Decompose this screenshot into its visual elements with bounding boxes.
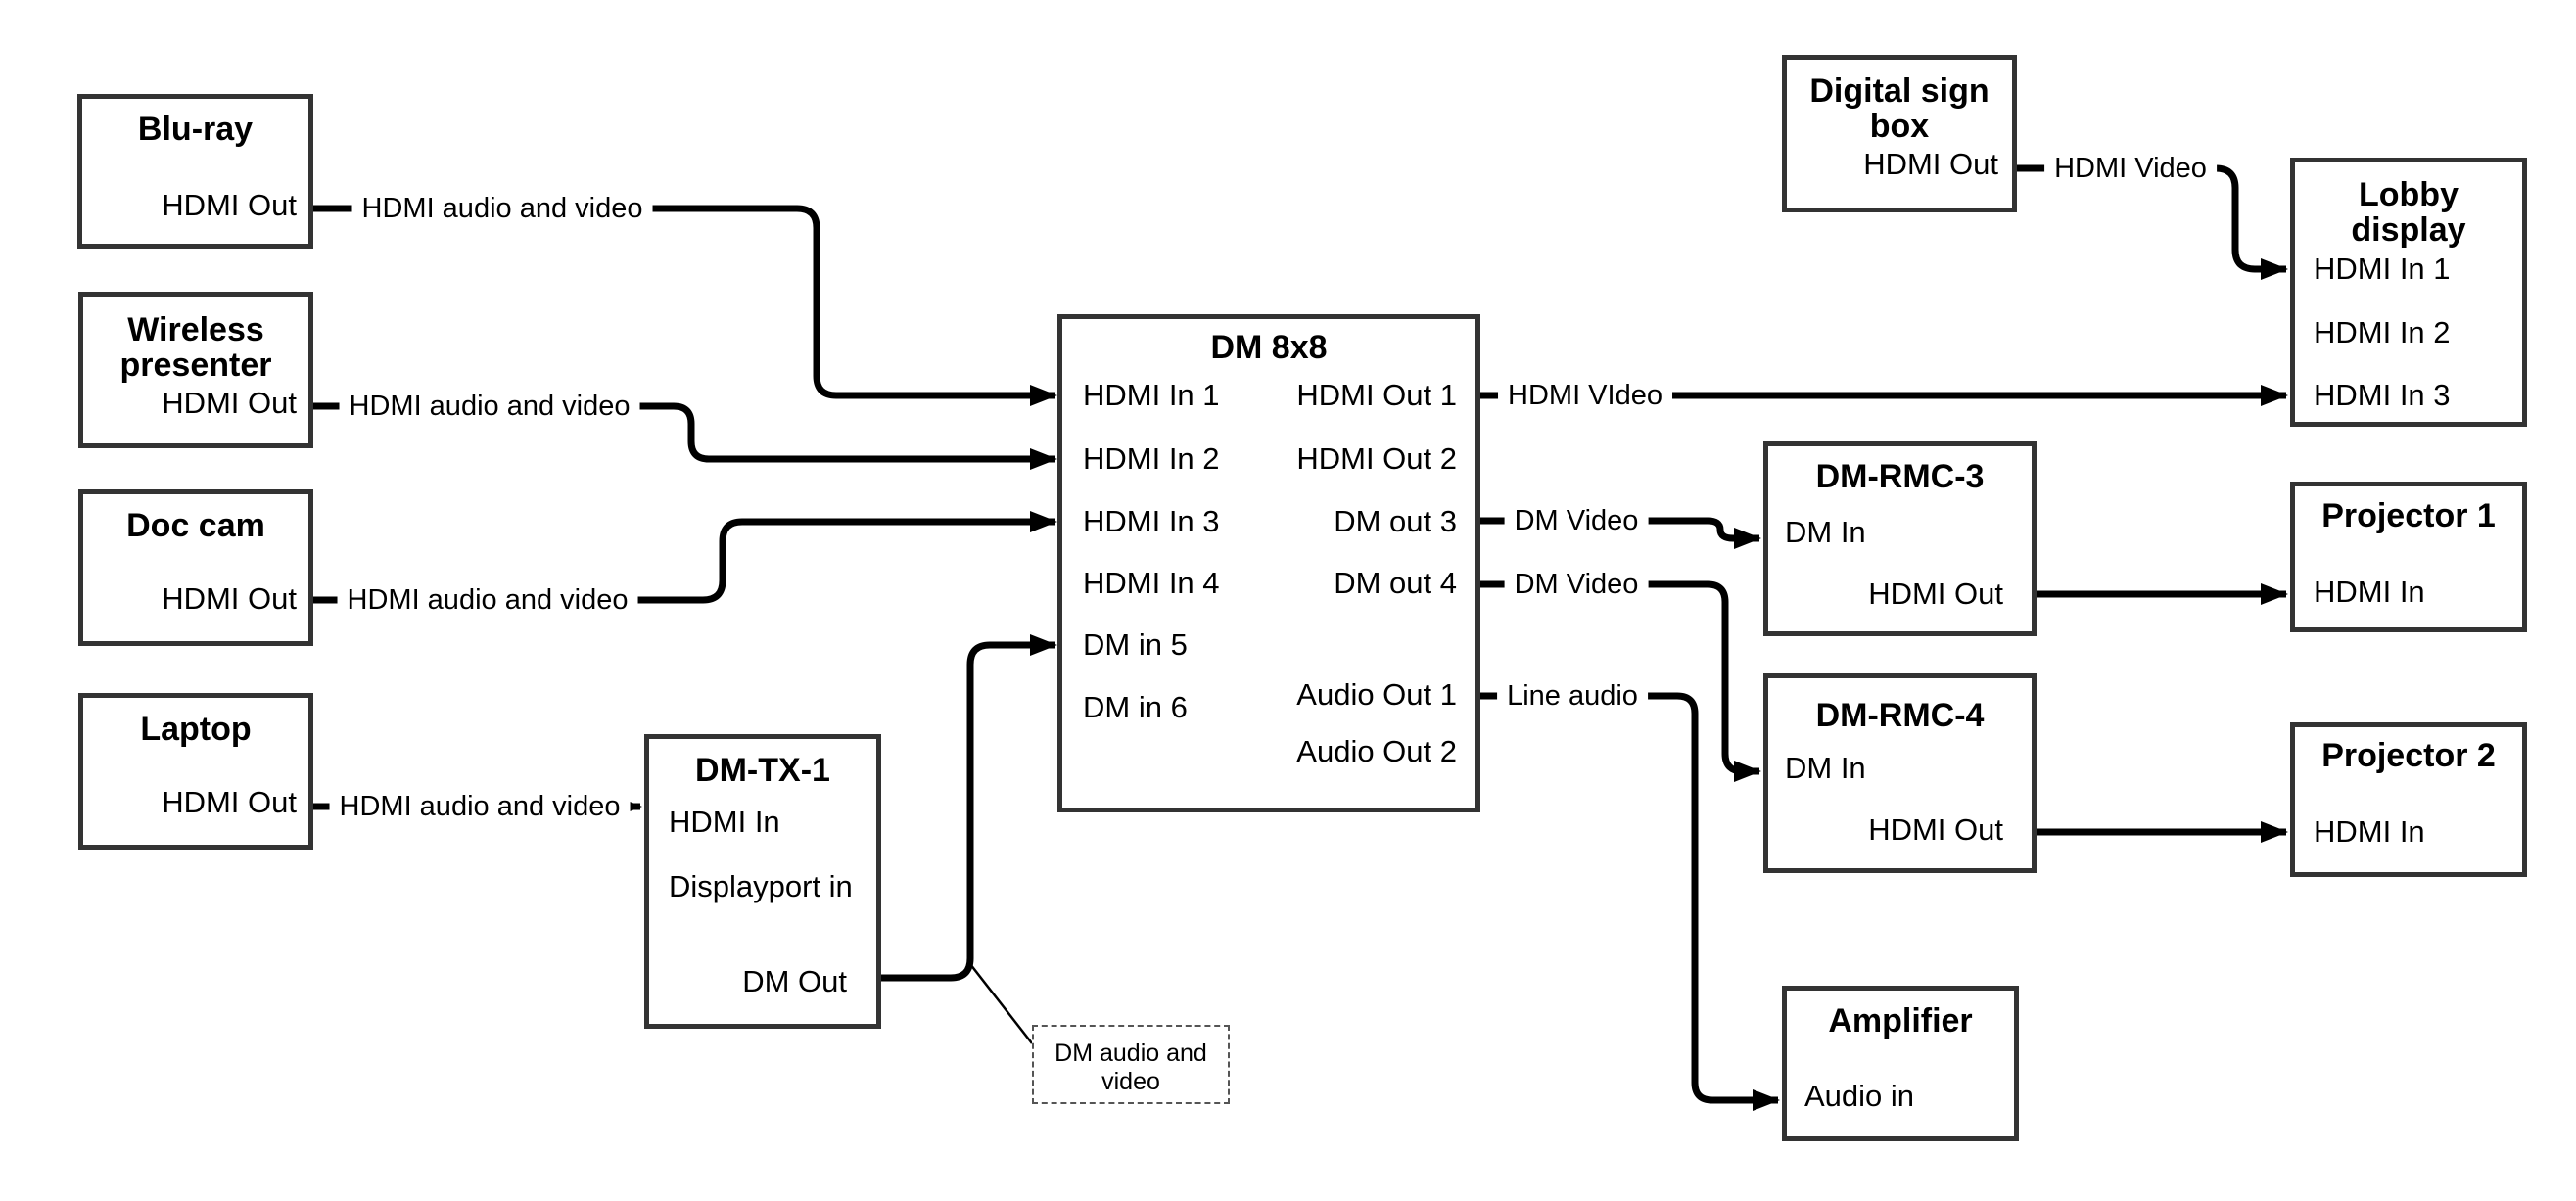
node-digitalsign-title: Digital sign box — [1809, 72, 1990, 145]
node-amplifier: Amplifier Audio in — [1782, 986, 2019, 1141]
port-dm8x8-hdmi-in-2: HDMI In 2 — [1083, 441, 1220, 476]
node-bluray-title: Blu-ray — [137, 111, 254, 148]
node-amplifier-title: Amplifier — [1828, 1002, 1973, 1039]
node-dm-8x8: DM 8x8 HDMI In 1 HDMI In 2 HDMI In 3 HDM… — [1057, 314, 1480, 812]
edge-dmtx1-dmout-to-dm8x8-in5 — [881, 634, 1057, 982]
port-dm8x8-hdmi-out-1: HDMI Out 1 — [1296, 378, 1457, 412]
edge-label-line-audio: Line audio — [1497, 679, 1648, 713]
edge-digitalsign-to-lobby-in1 — [2017, 164, 2288, 280]
node-wireless-title: Wireless presenter — [119, 311, 272, 384]
edge-label-hdmi-video-sign: HDMI Video — [2044, 152, 2217, 185]
node-dmrmc4-title: DM-RMC-4 — [1815, 697, 1985, 734]
port-dm8x8-hdmi-in-4: HDMI In 4 — [1083, 566, 1220, 600]
node-laptop: Laptop HDMI Out — [78, 693, 313, 850]
edge-label-dm-video-4: DM Video — [1504, 568, 1649, 601]
node-dmtx1-title: DM-TX-1 — [695, 752, 830, 789]
edge-label-dm-video-3: DM Video — [1504, 504, 1649, 537]
node-dmrmc3-title: DM-RMC-3 — [1815, 458, 1985, 495]
edge-label-laptop: HDMI audio and video — [329, 790, 631, 823]
edge-bluray-to-dm8x8-in1 — [313, 205, 1057, 406]
port-lobby-hdmi-in-3: HDMI In 3 — [2314, 378, 2451, 412]
node-lobby-display: Lobby display HDMI In 1 HDMI In 2 HDMI I… — [2290, 158, 2527, 427]
port-dm8x8-hdmi-in-1: HDMI In 1 — [1083, 378, 1220, 412]
port-amplifier-audio-in: Audio in — [1804, 1079, 1915, 1113]
node-proj1-title: Projector 1 — [2321, 497, 2496, 534]
port-laptop-hdmi-out: HDMI Out — [162, 785, 297, 819]
port-bluray-hdmi-out: HDMI Out — [162, 188, 297, 222]
port-dmtx1-dm-out: DM Out — [742, 964, 847, 998]
port-wireless-hdmi-out: HDMI Out — [162, 386, 297, 420]
port-dm8x8-dm-in-6: DM in 6 — [1083, 690, 1188, 724]
node-dm-tx-1: DM-TX-1 HDMI In Displayport in DM Out — [644, 734, 881, 1029]
node-laptop-title: Laptop — [140, 711, 252, 748]
note-leader-line — [969, 963, 1033, 1044]
note-dm-audio-and-video: DM audio and video — [1032, 1025, 1230, 1104]
node-dm8x8-title: DM 8x8 — [1210, 329, 1328, 366]
port-lobby-hdmi-in-2: HDMI In 2 — [2314, 315, 2451, 349]
node-lobby-title: Lobby display — [2351, 176, 2466, 249]
edge-label-wireless: HDMI audio and video — [339, 390, 640, 423]
port-digitalsign-hdmi-out: HDMI Out — [1863, 147, 1998, 181]
port-dm8x8-audio-out-2: Audio Out 2 — [1296, 734, 1457, 768]
port-proj2-hdmi-in: HDMI In — [2314, 814, 2425, 849]
node-projector-1: Projector 1 HDMI In — [2290, 482, 2527, 632]
port-lobby-hdmi-in-1: HDMI In 1 — [2314, 252, 2451, 286]
port-dm8x8-hdmi-out-2: HDMI Out 2 — [1296, 441, 1457, 476]
edge-label-doccam: HDMI audio and video — [337, 583, 638, 617]
edge-wireless-to-dm8x8-in2 — [313, 402, 1057, 470]
node-projector-2: Projector 2 HDMI In — [2290, 722, 2527, 877]
port-dm8x8-dm-in-5: DM in 5 — [1083, 627, 1188, 662]
edge-doccam-to-dm8x8-in3 — [313, 511, 1057, 604]
port-dmrmc4-dm-in: DM In — [1785, 751, 1866, 785]
port-dmtx1-displayport-in: Displayport in — [669, 869, 853, 903]
port-proj1-hdmi-in: HDMI In — [2314, 575, 2425, 609]
node-bluray: Blu-ray HDMI Out — [77, 94, 313, 249]
node-doc-cam: Doc cam HDMI Out — [78, 489, 313, 646]
port-dmrmc4-hdmi-out: HDMI Out — [1868, 812, 2003, 847]
edge-label-bluray: HDMI audio and video — [351, 192, 653, 225]
edge-dm8x8-out3-to-dmrmc3-dmin — [1480, 517, 1761, 549]
port-dm8x8-hdmi-in-3: HDMI In 3 — [1083, 504, 1220, 538]
node-dm-rmc-3: DM-RMC-3 DM In HDMI Out — [1763, 441, 2037, 636]
port-doccam-hdmi-out: HDMI Out — [162, 581, 297, 616]
node-proj2-title: Projector 2 — [2321, 737, 2496, 774]
node-dm-rmc-4: DM-RMC-4 DM In HDMI Out — [1763, 673, 2037, 873]
edge-dm8x8-audioout1-to-amplifier — [1480, 692, 1780, 1111]
edge-dm8x8-out4-to-dmrmc4-dmin — [1480, 580, 1761, 782]
port-dmrmc3-hdmi-out: HDMI Out — [1868, 577, 2003, 611]
port-dm8x8-dm-out-4: DM out 4 — [1334, 566, 1457, 600]
port-dm8x8-audio-out-1: Audio Out 1 — [1296, 677, 1457, 712]
port-dmrmc3-dm-in: DM In — [1785, 515, 1866, 549]
node-wireless-presenter: Wireless presenter HDMI Out — [78, 292, 313, 448]
node-digital-sign-box: Digital sign box HDMI Out — [1782, 55, 2017, 212]
edge-label-hdmi-video-out1: HDMI VIdeo — [1498, 379, 1672, 412]
port-dmtx1-hdmi-in: HDMI In — [669, 805, 780, 839]
port-dm8x8-dm-out-3: DM out 3 — [1334, 504, 1457, 538]
node-doccam-title: Doc cam — [126, 507, 265, 544]
